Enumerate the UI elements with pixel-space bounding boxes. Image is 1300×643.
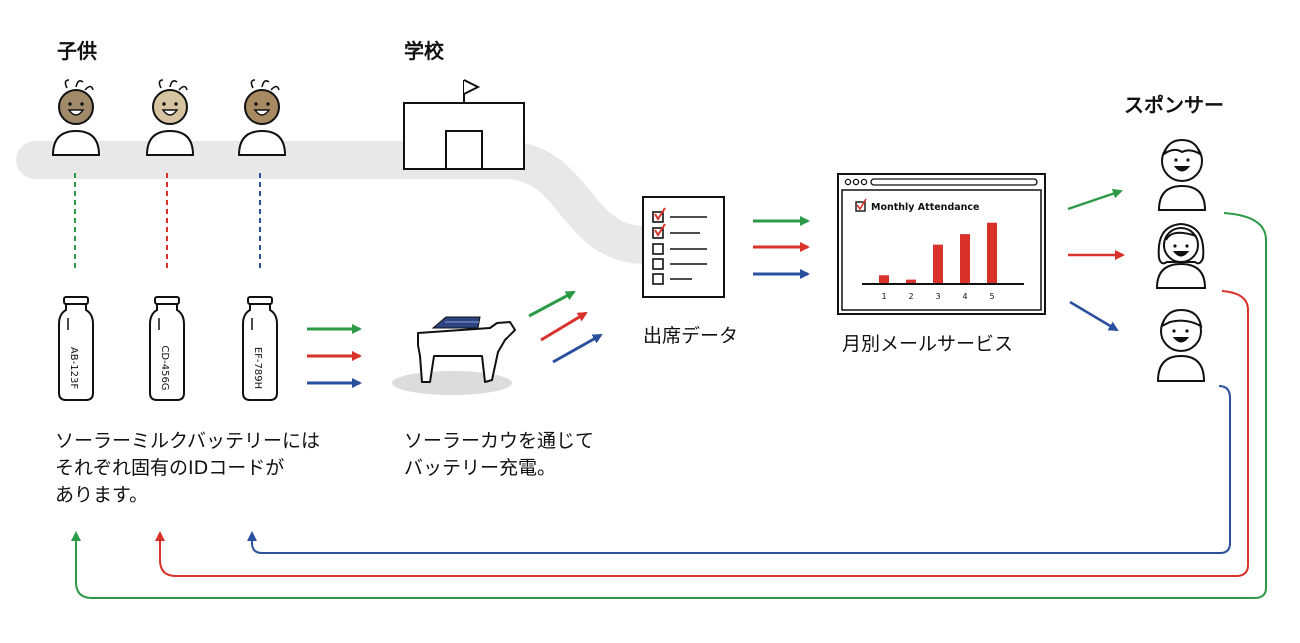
x-tick-label: 4	[962, 292, 967, 301]
battery-caption: ソーラーミルクバッテリーには それぞれ固有のIDコードが あります。	[55, 428, 320, 509]
browser-window: Monthly Attendance 1 2 3 4 5	[837, 173, 1046, 315]
sponsor-3-icon	[1156, 308, 1206, 382]
service-caption: 月別メールサービス	[842, 333, 1014, 355]
school-path	[16, 141, 664, 264]
child-2-icon	[145, 79, 195, 156]
children-group	[51, 79, 287, 156]
school-heading: 学校	[404, 39, 444, 63]
bar-2	[906, 279, 916, 284]
window-dots-icon	[844, 178, 868, 186]
battery-bottle-3: EF-789H	[242, 296, 278, 401]
bar-4	[960, 234, 970, 284]
bottle-id-label: CD-456G	[159, 345, 170, 390]
bar-5	[987, 222, 997, 284]
return-loop-red	[155, 290, 1249, 577]
sponsor-1-icon	[1157, 138, 1207, 211]
calendar-icon	[855, 201, 866, 212]
bottle-id-label: AB-123F	[68, 347, 79, 389]
x-tick-label: 2	[908, 292, 913, 301]
x-tick-label: 5	[989, 292, 994, 301]
arrows-to-sponsors	[1067, 188, 1125, 332]
report-title: Monthly Attendance	[871, 202, 980, 213]
return-loop-blue	[247, 385, 1231, 554]
arrows-to-service	[753, 216, 810, 279]
attendance-bar-chart: 1 2 3 4 5	[879, 222, 997, 301]
attendance-checklist-icon	[642, 196, 725, 298]
child-1-icon	[51, 79, 101, 156]
bar-3	[933, 244, 943, 284]
bar-1	[879, 275, 889, 284]
x-tick-label: 1	[881, 292, 886, 301]
arrows-from-cow	[528, 290, 603, 364]
battery-caption-line-3: あります。	[55, 484, 149, 506]
sponsors-heading: スポンサー	[1124, 93, 1224, 117]
battery-caption-line-2: それぞれ固有のIDコードが	[55, 457, 285, 479]
attendance-caption: 出席データ	[643, 325, 739, 347]
address-bar	[870, 178, 1038, 186]
battery-bottle-2: CD-456G	[149, 296, 185, 401]
battery-caption-line-1: ソーラーミルクバッテリーには	[55, 430, 321, 452]
cow-caption: ソーラーカウを通じて バッテリー充電。	[404, 428, 594, 482]
sponsor-2-icon	[1155, 222, 1207, 289]
child-3-icon	[237, 79, 287, 156]
battery-bottle-1: AB-123F	[58, 296, 94, 401]
solar-cow-icon	[392, 316, 516, 395]
children-heading: 子供	[57, 39, 97, 63]
cow-caption-line-1: ソーラーカウを通じて	[404, 430, 595, 452]
cow-caption-line-2: バッテリー充電。	[404, 457, 557, 479]
school-building-icon	[403, 79, 525, 170]
battery-bottles-group: AB-123F CD-456G EF-789H	[58, 296, 278, 401]
arrows-to-cow	[307, 324, 362, 388]
bottle-id-label: EF-789H	[252, 347, 263, 389]
return-loop-green	[71, 212, 1267, 599]
x-tick-label: 3	[935, 292, 940, 301]
